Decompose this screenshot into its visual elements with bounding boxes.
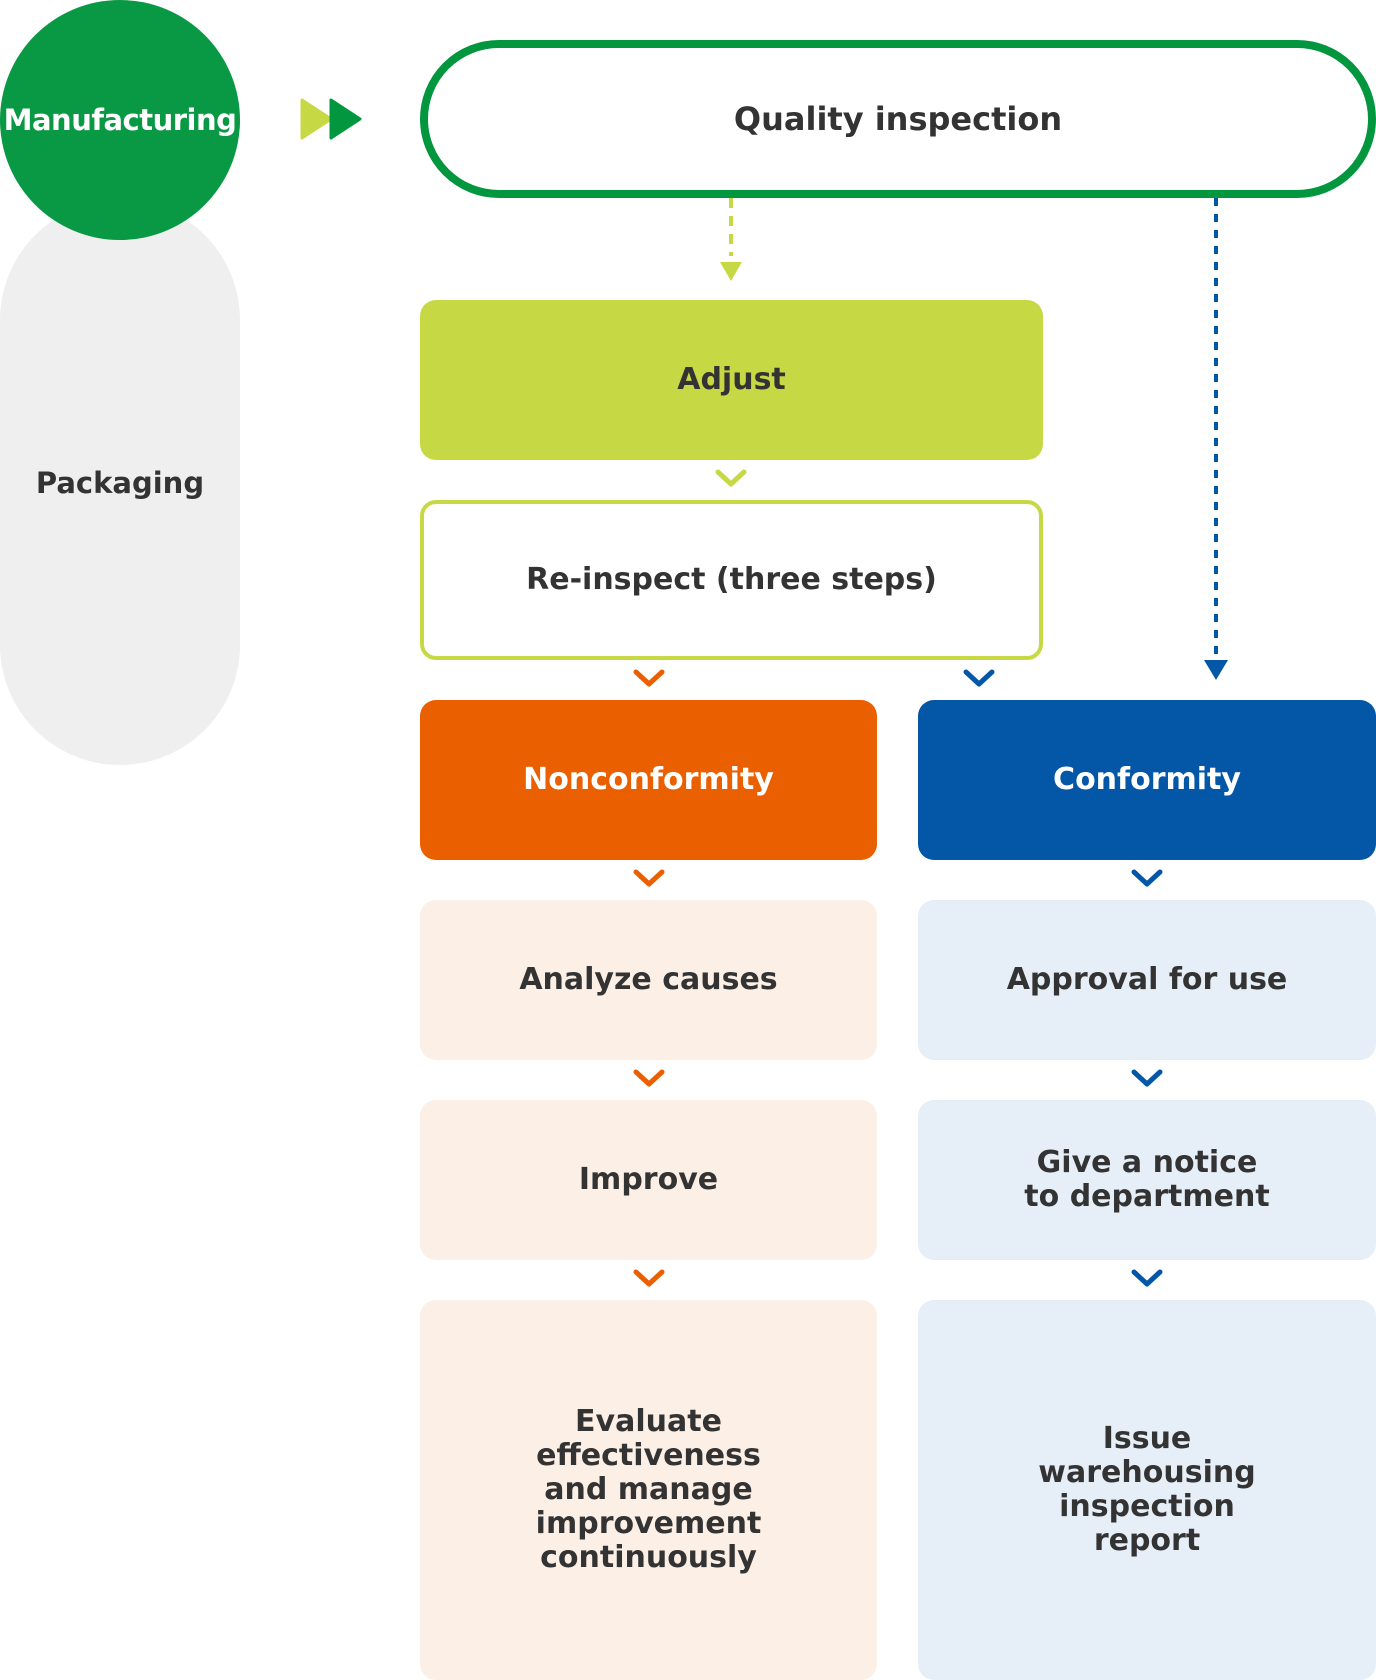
stage-packaging-label: Packaging [35,465,205,500]
play-arrow-green-icon [329,98,362,140]
quality-inspection-node: Quality inspection [420,40,1376,198]
reinspect-node: Re-inspect (three steps) [420,500,1043,660]
play-arrow-lime-icon [300,98,333,140]
conformity-node: Conformity [918,700,1376,860]
step-label: Give a notice to department [1024,1145,1270,1214]
conformity-label: Conformity [1053,762,1241,797]
nonconformity-label: Nonconformity [523,762,774,797]
step-label: Analyze causes [519,962,778,997]
step-label: Evaluate effectiveness and manage improv… [535,1404,762,1575]
nonconformity-step: Evaluate effectiveness and manage improv… [420,1300,877,1680]
chevron-down-icon [963,669,995,687]
step-label: Issue warehousing inspection report [1038,1421,1256,1558]
chevron-down-icon [1131,1269,1163,1287]
nonconformity-node: Nonconformity [420,700,877,860]
adjust-label: Adjust [677,362,786,397]
step-label: Improve [578,1162,719,1197]
triangle-down-icon [720,262,742,281]
chevron-down-icon [715,469,747,487]
chevron-down-icon [633,1069,665,1087]
stage-manufacturing: Manufacturing [0,0,240,240]
double-play-arrow-icon [300,98,362,140]
triangle-down-icon [1204,660,1228,680]
nonconformity-step: Analyze causes [420,900,877,1060]
chevron-down-icon [633,869,665,887]
adjust-node: Adjust [420,300,1043,460]
quality-inspection-label: Quality inspection [733,100,1063,138]
stage-packaging: Packaging [0,200,240,765]
conformity-step: Approval for use [918,900,1376,1060]
nonconformity-step: Improve [420,1100,877,1260]
stage-manufacturing-label: Manufacturing [3,103,237,137]
reinspect-label: Re-inspect (three steps) [526,562,937,597]
chevron-down-icon [633,669,665,687]
chevron-down-icon [633,1269,665,1287]
chevron-down-icon [1131,1069,1163,1087]
conformity-step: Issue warehousing inspection report [918,1300,1376,1680]
conformity-step: Give a notice to department [918,1100,1376,1260]
step-label: Approval for use [1006,962,1288,997]
chevron-down-icon [1131,869,1163,887]
